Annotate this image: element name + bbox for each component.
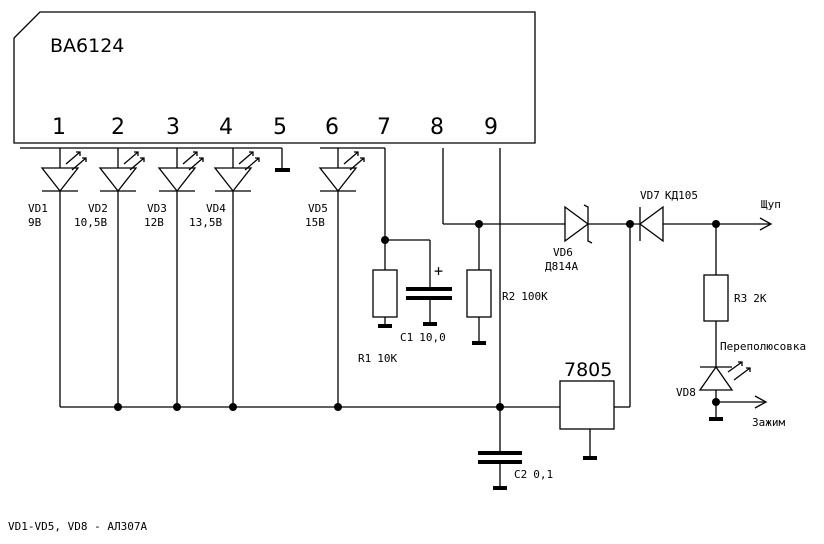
c1-polarity: + [434,262,443,280]
light-arrows-icon [65,151,87,171]
clamp-arrow-icon [754,395,768,409]
led-value: 15B [305,216,325,229]
led-value: 9B [28,216,42,229]
r1-c1-network: R1 10K + C1 10,0 [358,148,452,365]
light-arrows-icon [123,151,145,171]
junction-dot [334,403,342,411]
led-vd8 [698,365,734,391]
led-value: 12B [144,216,164,229]
r3-value: 2K [753,292,767,305]
led-vd3: VD3 12B [144,151,204,229]
vd7-ref: VD7 [640,189,660,202]
led-vd4: VD4 13,5B [189,151,260,229]
zener-vd6 [564,205,590,243]
led-ref: VD1 [28,202,48,215]
junction-dot [173,403,181,411]
r2-label: R2 100K [502,290,548,303]
ic-pin-5: 5 [273,115,287,140]
r1-ref: R1 [358,352,371,365]
light-arrows-icon [182,151,204,171]
led-vd2: VD2 10,5B [74,151,145,229]
c1-label: C1 10,0 [400,331,446,344]
light-arrows-icon [343,151,365,171]
led-vd5: VD5 15B [305,151,365,229]
vd7-value: КД105 [665,189,698,202]
r2-value: 100K [521,290,548,303]
resistor-r1 [372,269,398,318]
r2-ref: R2 [502,290,515,303]
probe-label: Щуп [761,198,781,211]
vd6-value: Д814А [545,260,578,273]
bottom-bus [60,403,560,411]
led-ref: VD4 [206,202,226,215]
c2-value: 0,1 [533,468,553,481]
ic-pin-9: 9 [484,115,498,140]
footnote: VD1-VD5, VD8 - АЛ307А [8,520,147,533]
led-ref: VD3 [147,202,167,215]
c1-value: 10,0 [419,331,446,344]
led-triangle [98,167,138,193]
c2-label: C2 0,1 [514,468,553,481]
led-triangle [157,167,197,193]
led-ref: VD5 [308,202,328,215]
junction-dot [114,403,122,411]
c2-ref: C2 [514,468,527,481]
led-columns [59,148,339,407]
diode-vd7 [638,205,664,243]
regulator-7805 [559,380,615,430]
ic-name: BA6124 [50,35,124,57]
clamp-label: Зажим [752,416,785,429]
resistor-r3 [703,274,729,322]
vd7-label: VD7 КД105 [640,189,698,202]
junction-dot [229,403,237,411]
ic-outline [13,11,536,144]
r1-label: R1 10K [358,352,397,365]
vd6-ref: VD6 [553,246,573,259]
ic-ba6124: BA6124 1 2 3 4 5 6 7 8 9 [13,11,536,144]
led-triangle [318,167,358,193]
vd8-ref: VD8 [676,386,696,399]
ic-pin-2: 2 [111,115,125,140]
light-arrows-icon [727,361,751,381]
probe-arrow-icon [759,217,773,231]
led-ref: VD2 [88,202,108,215]
polarity-label: Переполюсовка [720,340,806,353]
pin8-network: R2 100K VD6 Д814А VD7 КД105 Щуп [442,148,781,345]
r3-ref: R3 [734,292,747,305]
ic-pin-8: 8 [430,115,444,140]
regulator-network: 7805 C2 0,1 [478,148,631,490]
led-vd1: VD1 9B [28,151,87,229]
led-rail [20,147,385,172]
led-triangle [213,167,253,193]
polarity-indicator: R3 2K Переполюсовка VD8 Зажим [676,224,806,429]
resistor-r2 [466,269,492,318]
ic-pin-3: 3 [166,115,180,140]
ic-pin-7: 7 [377,115,391,140]
led-value: 10,5B [74,216,107,229]
led-triangle [40,167,80,193]
ic-pin-4: 4 [219,115,233,140]
ic-pin-1: 1 [52,115,66,140]
ic-pin-6: 6 [325,115,339,140]
c1-ref: C1 [400,331,413,344]
light-arrows-icon [238,151,260,171]
r3-label: R3 2K [734,292,767,305]
led-value: 13,5B [189,216,222,229]
regulator-label: 7805 [564,359,612,381]
r1-value: 10K [377,352,397,365]
